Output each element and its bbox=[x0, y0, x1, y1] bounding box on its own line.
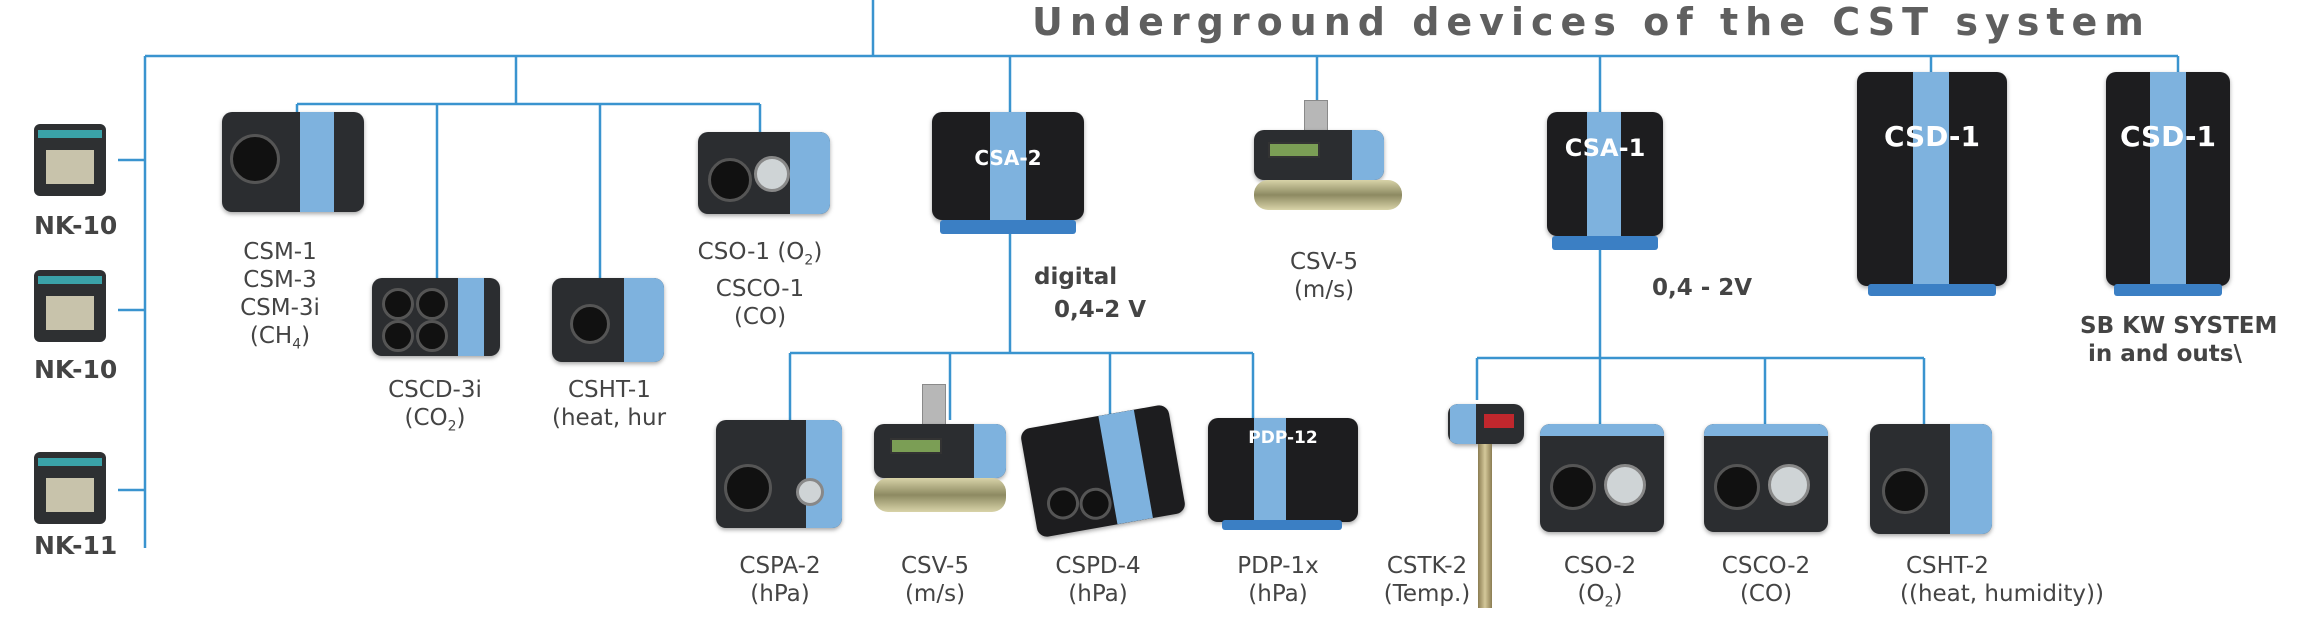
pdp-12-device-image: PDP-12 bbox=[1208, 418, 1358, 522]
csht-1-label: CSHT-1 (heat, hur bbox=[552, 377, 667, 431]
cspa-2-device-image bbox=[716, 420, 842, 528]
csv-5-label: CSV-5 (m/s) bbox=[1290, 249, 1358, 303]
csa-1-cable-glands bbox=[1552, 236, 1658, 250]
csv-5-lower-label: CSV-5(m/s) bbox=[901, 553, 969, 607]
csv-5-lower-device-image bbox=[874, 424, 1006, 478]
csco-2-label: CSCO-2(CO) bbox=[1721, 553, 1811, 607]
nk-label: NK-10 bbox=[34, 355, 118, 384]
nk-label: NK-10 bbox=[34, 211, 118, 240]
cspd-4-label: CSPD-4(hPa) bbox=[1055, 553, 1141, 607]
csd-1-cable-glands bbox=[2114, 284, 2222, 296]
csht-2-label: CSHT-2 ((heat, humidity)) bbox=[1900, 553, 2104, 607]
csa-2-device-image: CSA-2 bbox=[932, 112, 1084, 220]
csv-5-probe bbox=[1254, 180, 1402, 210]
pdp-1x-label: PDP-1x(hPa) bbox=[1237, 553, 1319, 607]
cscd-device-image bbox=[372, 278, 500, 356]
csd-1-cable-glands bbox=[1868, 284, 1996, 296]
nk-label: NK-11 bbox=[34, 531, 118, 560]
sb-kw-system-label: SB KW SYSTEM in and outs\ bbox=[2080, 313, 2278, 367]
csv-5-device-image bbox=[1254, 130, 1384, 180]
csa-2-signal-voltage: 0,4-2 V bbox=[1054, 297, 1147, 323]
cso-1-label: CSO-1 (O2) CSCO-1 (CO) bbox=[697, 239, 823, 330]
cso-1-device-image bbox=[698, 132, 830, 214]
diagram-title: Underground devices of the CST system bbox=[1032, 0, 2151, 44]
csa-2-signal-digital: digital bbox=[1034, 264, 1118, 290]
csa-2-cable-glands bbox=[940, 220, 1076, 234]
csm-label: CSM-1 CSM-3 CSM-3i (CH4) bbox=[240, 239, 320, 353]
cspa-2-label: CSPA-2(hPa) bbox=[739, 553, 821, 607]
nk-10-device-image bbox=[34, 124, 106, 196]
csd-1-device-image: CSD-1 bbox=[2106, 72, 2230, 286]
cso-2-label: CSO-2 (O2) bbox=[1563, 553, 1637, 611]
csa-1-device-image: CSA-1 bbox=[1547, 112, 1663, 236]
nk-10-device-image bbox=[34, 270, 106, 342]
csv-5-probe bbox=[874, 478, 1006, 512]
pdp-cable-glands bbox=[1222, 520, 1342, 530]
cscd-label: CSCD-3i (CO2) bbox=[388, 377, 482, 435]
csa-1-signal-voltage: 0,4 - 2V bbox=[1652, 275, 1753, 301]
csht-1-device-image bbox=[552, 278, 664, 362]
nk-11-device-image bbox=[34, 452, 106, 524]
cstk-2-label: CSTK-2(Temp.) bbox=[1383, 553, 1471, 607]
csm-device-image bbox=[222, 112, 364, 212]
cso-2-device-image bbox=[1540, 424, 1664, 532]
cstk-2-device-image bbox=[1448, 404, 1524, 444]
csd-1-device-image: CSD-1 bbox=[1857, 72, 2007, 286]
csht-2-device-image bbox=[1870, 424, 1992, 534]
csco-2-device-image bbox=[1704, 424, 1828, 532]
cstk-2-probe bbox=[1478, 444, 1492, 608]
